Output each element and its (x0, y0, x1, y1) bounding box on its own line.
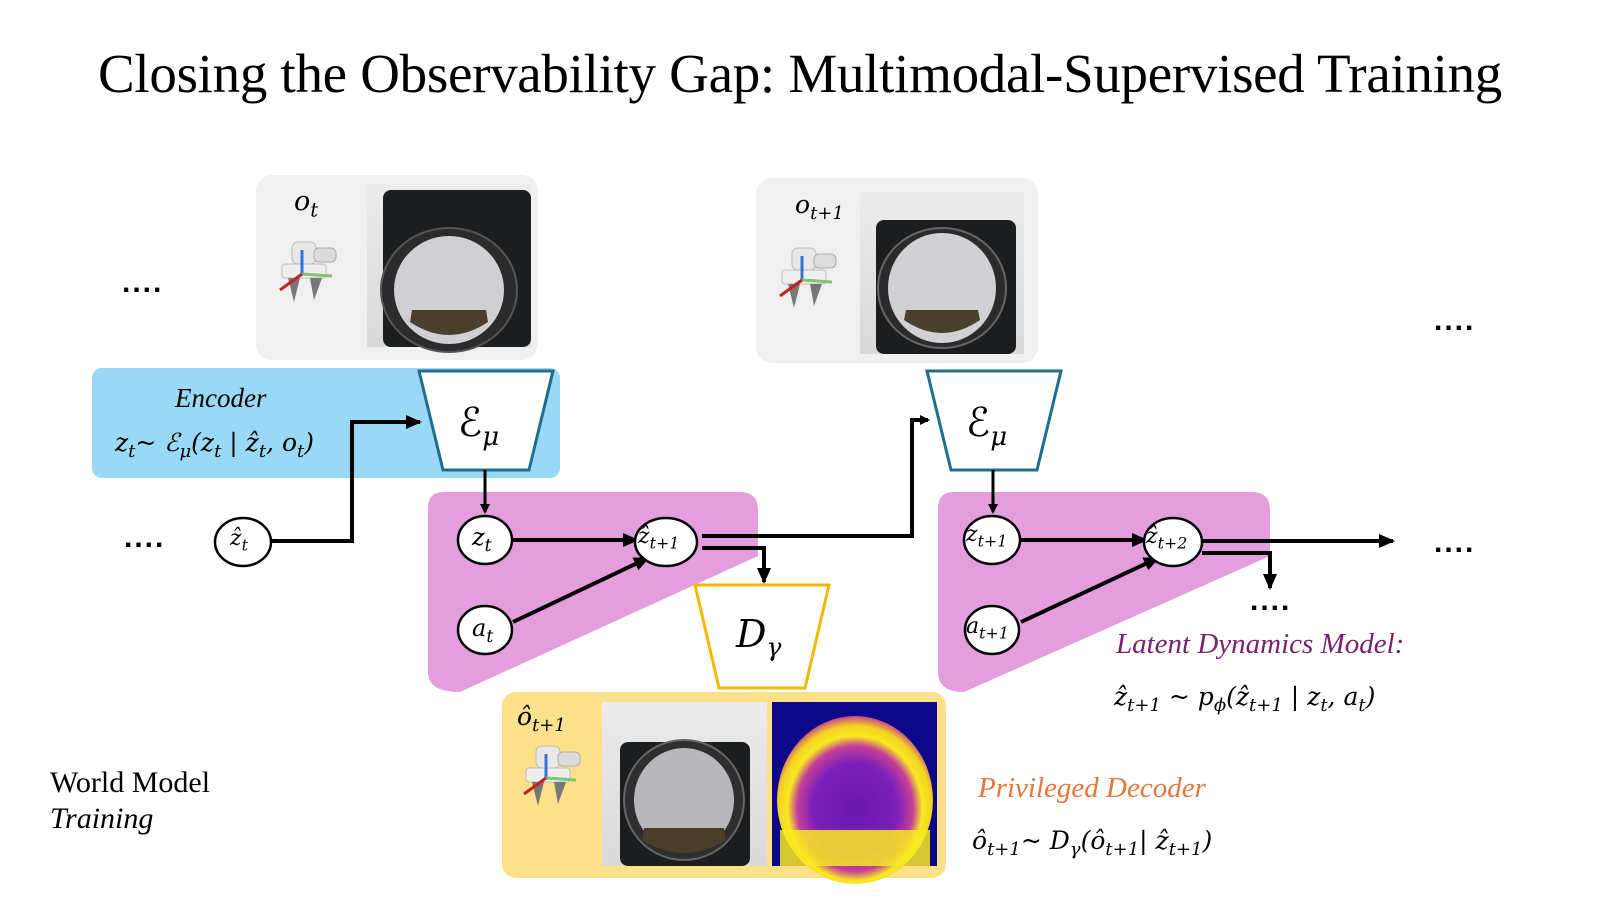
decoder-block-symbol: Dγ (736, 612, 782, 662)
dynamics-label: Latent Dynamics Model: (1116, 628, 1405, 660)
ellipsis-top-left: .... (122, 266, 164, 299)
edge-zhat-t1-to-decoder (702, 546, 771, 584)
footer-subtitle: Training (50, 802, 154, 835)
node-a-t (456, 604, 514, 656)
node-zhat-t2 (1142, 516, 1204, 568)
encoder-block-1 (417, 369, 555, 472)
node-z-t1 (962, 514, 1022, 566)
node-zhat-t1 (633, 516, 699, 568)
node-label-zhat-t: ẑt (230, 526, 248, 555)
dynamics-formula: ẑt+1 ~ pϕ(ẑt+1 | zt, at) (1114, 682, 1376, 716)
footer-title: World Model (50, 766, 211, 799)
observation-label-o-hat-t1: ôt+1 (517, 702, 566, 736)
robot-gripper-icon-3 (523, 745, 581, 806)
robot-gripper-icon-2 (779, 247, 837, 308)
edge-zhat-t-to-encoder (270, 415, 422, 543)
node-label-z-t1: zt+1 (966, 522, 1008, 551)
camera-image-o-t (367, 184, 531, 353)
edge-zhat-t1-to-encoder-2 (702, 415, 930, 538)
encoder-label: Encoder (175, 383, 267, 413)
decoder-block (693, 583, 831, 690)
predicted-depth-heatmap (772, 702, 937, 884)
observation-label-o-t1: ot+1 (795, 190, 844, 224)
node-z-t (456, 514, 514, 566)
node-label-a-t1: at+1 (966, 614, 1009, 643)
ellipsis-mid-left: .... (124, 521, 166, 554)
encoder-formula: zt~ ℰμ(zt | ẑt, ot) (115, 428, 314, 462)
slide-title: Closing the Observability Gap: Multimoda… (98, 43, 1502, 104)
edge-zhat-t2-to-decoder-next (1202, 551, 1277, 590)
decoder-formula: ôt+1~ Dγ(ôt+1| ẑt+1) (972, 826, 1213, 860)
predicted-camera-image (602, 702, 767, 866)
node-label-a-t: at (472, 614, 494, 647)
robot-gripper-icon-1 (279, 241, 337, 302)
encoder-block-symbol-1: ℰμ (458, 400, 500, 452)
encoder-block-2 (925, 369, 1063, 472)
node-label-zhat-t1: ẑt+1 (638, 524, 680, 553)
camera-image-o-t1 (860, 192, 1024, 354)
node-label-zhat-t2: ẑt+2 (1146, 524, 1188, 553)
node-a-t1 (963, 604, 1021, 656)
edge-a-t-to-zhat-t1 (512, 556, 650, 624)
decoder-label: Privileged Decoder (978, 772, 1206, 804)
node-zhat-t (213, 516, 273, 568)
ellipsis-top-right: .... (1434, 304, 1476, 337)
ellipsis-mid-right: .... (1434, 526, 1476, 559)
ellipsis-below-dynamics: .... (1250, 584, 1292, 617)
observation-label-o-t: ot (294, 186, 319, 222)
node-label-z-t: zt (472, 523, 492, 556)
encoder-block-symbol-2: ℰμ (966, 400, 1008, 452)
edge-a-t1-to-zhat-t2 (1020, 556, 1160, 624)
